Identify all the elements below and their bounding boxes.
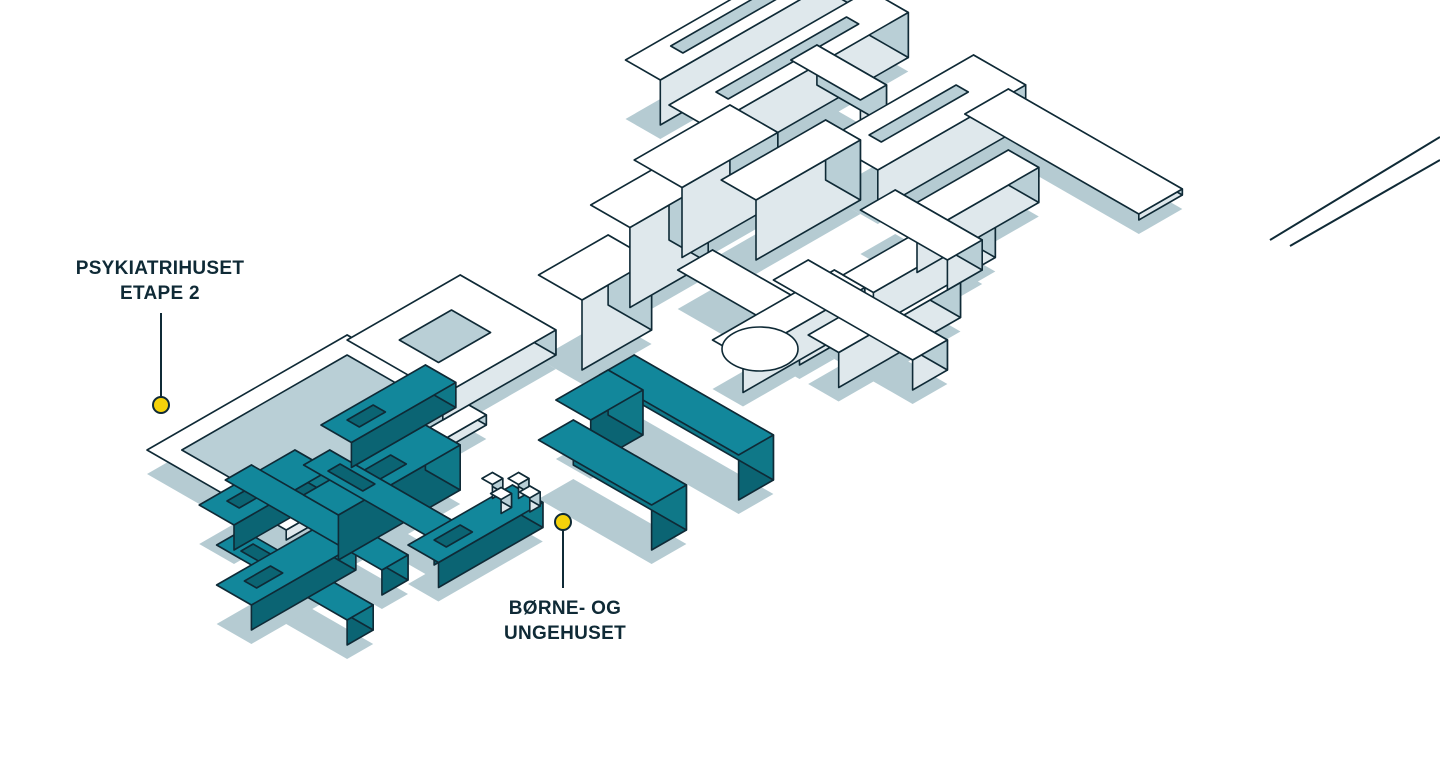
borne-label[interactable]: BØRNE- OG UNGEHUSET — [445, 596, 685, 646]
borne-wing-south-shadow — [538, 479, 687, 564]
bld-east-walkway-roof — [963, 88, 1184, 215]
psyk-small-cube-4-roof — [518, 485, 542, 499]
bld-core-block-roof — [720, 119, 862, 201]
psyk-arm-north-courtyard — [346, 404, 387, 428]
psyk-small-cube-2-roof — [507, 471, 530, 486]
psyk-arm-south-courtyard — [433, 524, 474, 548]
buildings-layer — [146, 0, 1184, 646]
details-layer — [721, 136, 1440, 372]
bld-southeast-spine-roof — [859, 189, 984, 261]
psykiatrihuset-label-line2: ETAPE 2 — [120, 283, 200, 304]
bld-core-tower-3-roof — [633, 104, 779, 189]
bld-west-block-courtyard — [398, 309, 492, 364]
psyk-arm-cross-1-courtyard — [243, 565, 284, 589]
borne-wing-north-roof — [598, 354, 775, 456]
bld-south-spine-roof — [772, 259, 949, 361]
central-rotunda — [721, 326, 799, 372]
bld-north-slab-1-roof — [624, 0, 802, 81]
bld-north-link-roof — [789, 44, 888, 101]
psykiatrihuset-marker[interactable] — [152, 396, 170, 414]
road-line-1 — [1269, 136, 1440, 241]
bld-north-slab-1-courtyard — [669, 0, 777, 54]
borne-marker[interactable] — [554, 513, 572, 531]
psykiatrihuset-label[interactable]: PSYKIATRIHUSET ETAPE 2 — [40, 256, 280, 306]
psykiatrihuset-label-line1: PSYKIATRIHUSET — [75, 258, 245, 279]
borne-connector-roof — [555, 369, 644, 421]
bld-east-wing-courtyard — [868, 84, 970, 143]
borne-label-line2: UNGEHUSET — [504, 623, 626, 644]
borne-wing-south-roof — [537, 419, 688, 506]
borne-label-line1: BØRNE- OG — [508, 598, 622, 619]
bld-north-slab-2-courtyard — [715, 16, 860, 100]
road-line-2 — [1289, 159, 1440, 247]
psyk-arm-east-courtyard — [327, 463, 376, 492]
markers-layer — [152, 313, 572, 588]
borne-wing-north-shadow — [599, 414, 774, 514]
psyk-small-cube-3-roof — [489, 486, 513, 501]
psyk-small-cube-1-roof — [481, 471, 504, 486]
